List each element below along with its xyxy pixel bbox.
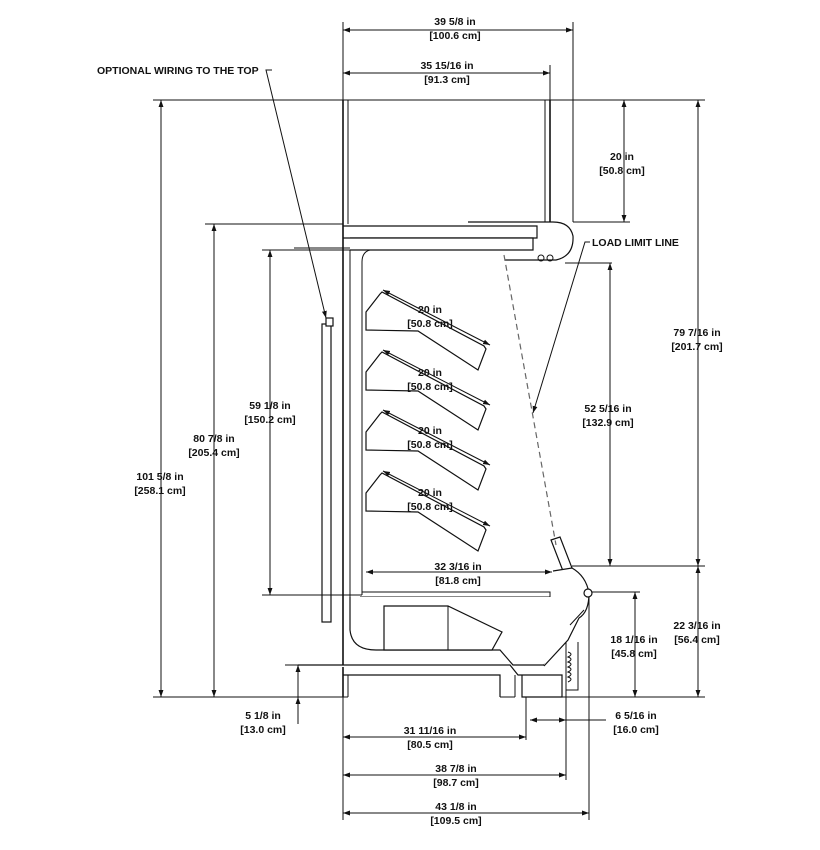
dim-shelf-4-in: 20 in — [418, 487, 442, 499]
dim-shelf-1-in: 20 in — [418, 304, 442, 316]
dim-overall-depth-in: 43 1/8 in — [435, 801, 476, 813]
dim-leg-height-cm: [13.0 cm] — [240, 724, 286, 736]
dim-base-height-in: 22 3/16 in — [673, 620, 720, 632]
dim-body-height-cm: [205.4 cm] — [188, 447, 239, 459]
dim-front-height-in: 18 1/16 in — [610, 634, 657, 646]
dim-canopy-height-in: 20 in — [610, 151, 634, 163]
dim-overall-height-in: 101 5/8 in — [136, 471, 183, 483]
dim-base-depth-cm: [80.5 cm] — [407, 739, 453, 751]
dim-body-height-in: 80 7/8 in — [193, 433, 234, 445]
note-optional-wiring: OPTIONAL WIRING TO THE TOP — [97, 65, 259, 77]
dim-shelf-3-in: 20 in — [418, 425, 442, 437]
dim-opening-height-cm: [132.9 cm] — [582, 417, 633, 429]
dim-overall-depth-cm: [109.5 cm] — [430, 815, 481, 827]
leaders — [265, 69, 590, 414]
dimension-lines — [158, 27, 701, 816]
dim-canopy-height-cm: [50.8 cm] — [599, 165, 645, 177]
dim-opening-height-in: 52 5/16 in — [584, 403, 631, 415]
dim-bumper-depth-in: 6 5/16 in — [615, 710, 656, 722]
dim-shelf-3-cm: [50.8 cm] — [407, 439, 453, 451]
dim-interior-height-in: 59 1/8 in — [249, 400, 290, 412]
extension-lines — [153, 22, 705, 820]
dim-interior-height-cm: [150.2 cm] — [244, 414, 295, 426]
dim-base-depth-in: 31 11/16 in — [404, 725, 457, 737]
dim-case-height-in: 79 7/16 in — [673, 327, 720, 339]
dim-canopy-width-cm: [91.3 cm] — [424, 74, 470, 86]
case-outline — [294, 99, 612, 698]
load-limit-line — [503, 254, 557, 546]
dim-deck-depth-in: 32 3/16 in — [434, 561, 481, 573]
dim-shelf-2-cm: [50.8 cm] — [407, 381, 453, 393]
dim-overall-width-top-in: 39 5/8 in — [434, 16, 475, 28]
dim-shelf-1-cm: [50.8 cm] — [407, 318, 453, 330]
dim-overall-height-cm: [258.1 cm] — [134, 485, 185, 497]
dim-base-height-cm: [56.4 cm] — [674, 634, 720, 646]
dim-front-height-cm: [45.8 cm] — [611, 648, 657, 660]
dim-shelf-4-cm: [50.8 cm] — [407, 501, 453, 513]
dim-deck-depth-cm: [81.8 cm] — [435, 575, 481, 587]
note-load-limit: LOAD LIMIT LINE — [592, 237, 679, 249]
dim-shelf-2-in: 20 in — [418, 367, 442, 379]
dim-body-depth-in: 38 7/8 in — [435, 763, 476, 775]
dim-leg-height-in: 5 1/8 in — [245, 710, 281, 722]
dim-body-depth-cm: [98.7 cm] — [433, 777, 479, 789]
labels: OPTIONAL WIRING TO THE TOP LOAD LIMIT LI… — [97, 16, 723, 827]
dim-canopy-width-in: 35 15/16 in — [420, 60, 473, 72]
dim-bumper-depth-cm: [16.0 cm] — [613, 724, 659, 736]
dim-case-height-cm: [201.7 cm] — [671, 341, 722, 353]
dim-overall-width-top-cm: [100.6 cm] — [429, 30, 480, 42]
